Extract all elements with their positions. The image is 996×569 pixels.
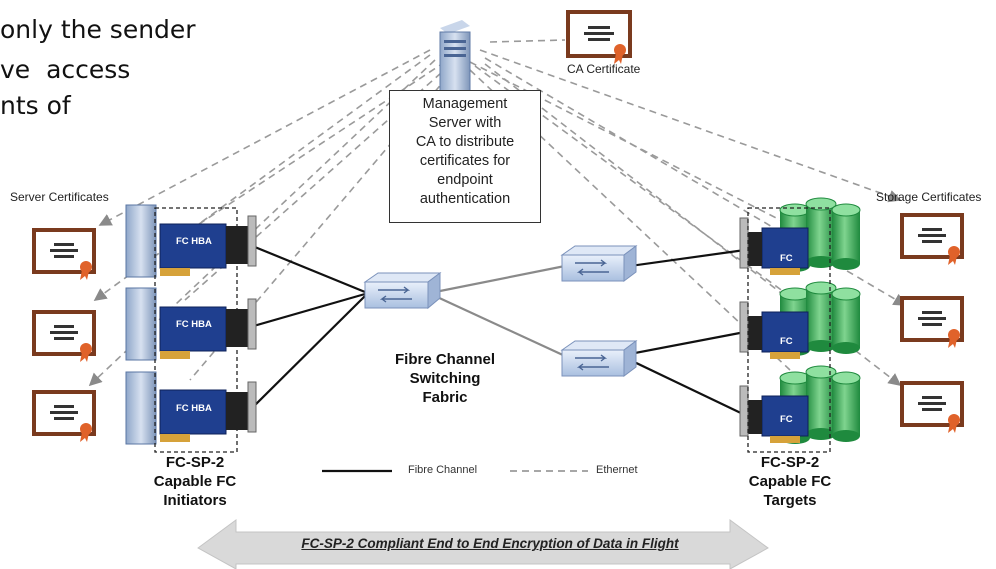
fabric-switch-3 [560,340,638,377]
storage-certificate-icon [900,213,964,265]
initiator-server-3 [125,371,257,445]
header-fragment-line-2: ve access [0,55,131,84]
targets-group-outline [747,207,831,453]
fabric-switch-2 [560,245,638,282]
targets-label-line: Capable FC [748,473,832,490]
targets-label: FC-SP-2 Capable FC Targets [735,453,845,510]
management-server-box: Management Server with CA to distribute … [389,90,541,223]
initiators-group-outline [154,207,238,453]
fabric-label: Fibre Channel Switching Fabric [380,350,510,407]
targets-label-line: FC-SP-2 [760,454,820,471]
server-certificate-icon [32,390,96,442]
management-line: certificates for [419,153,511,169]
server-certificates-label: Server Certificates [10,190,109,204]
targets-label-line: Targets [763,492,817,509]
encryption-caption: FC-SP-2 Compliant End to End Encryption … [301,536,679,551]
ca-certificate-label: CA Certificate [567,62,641,76]
hba-label: FC HBA [176,319,212,330]
encryption-arrow [197,519,769,569]
management-line: authentication [419,191,511,207]
storage-certificate-icon [900,381,964,433]
management-line: Management [422,96,508,112]
fabric-label-line: Fabric [422,389,468,406]
header-fragment-line-3: nts of [0,91,71,120]
initiators-label-line: Capable FC [153,473,237,490]
target-card-label: FC [780,253,793,264]
target-storage-2 [739,281,861,359]
target-storage-1 [739,197,861,275]
management-line: CA to distribute [415,134,515,150]
hba-label: FC HBA [176,236,212,247]
initiator-server-2 [125,287,257,361]
storage-certificates-label: Storage Certificates [876,190,982,204]
server-certificate-icon [32,310,96,362]
initiators-label-line: Initiators [163,492,227,509]
fabric-label-line: Fibre Channel [394,351,495,368]
target-card-label: FC [780,414,793,425]
management-line: endpoint [437,172,493,188]
legend-ethernet-label: Ethernet [596,464,638,476]
fabric-switch-1 [363,272,442,310]
server-certificate-icon [32,228,96,280]
storage-certificate-icon [900,296,964,348]
legend-fibre-channel-label: Fibre Channel [408,464,478,476]
hba-label: FC HBA [176,403,212,414]
target-storage-3 [739,365,861,444]
fibre-channel-links [249,243,746,416]
initiators-label: FC-SP-2 Capable FC Initiators [140,453,250,510]
target-card-label: FC [780,336,793,347]
fabric-label-line: Switching [409,370,481,387]
initiators-label-line: FC-SP-2 [165,454,225,471]
initiator-server-1 [125,204,257,278]
management-line: Server with [428,115,502,131]
ca-certificate-icon [566,10,632,64]
management-server-icon [439,20,471,93]
header-fragment-line-1: only the sender [0,15,196,44]
